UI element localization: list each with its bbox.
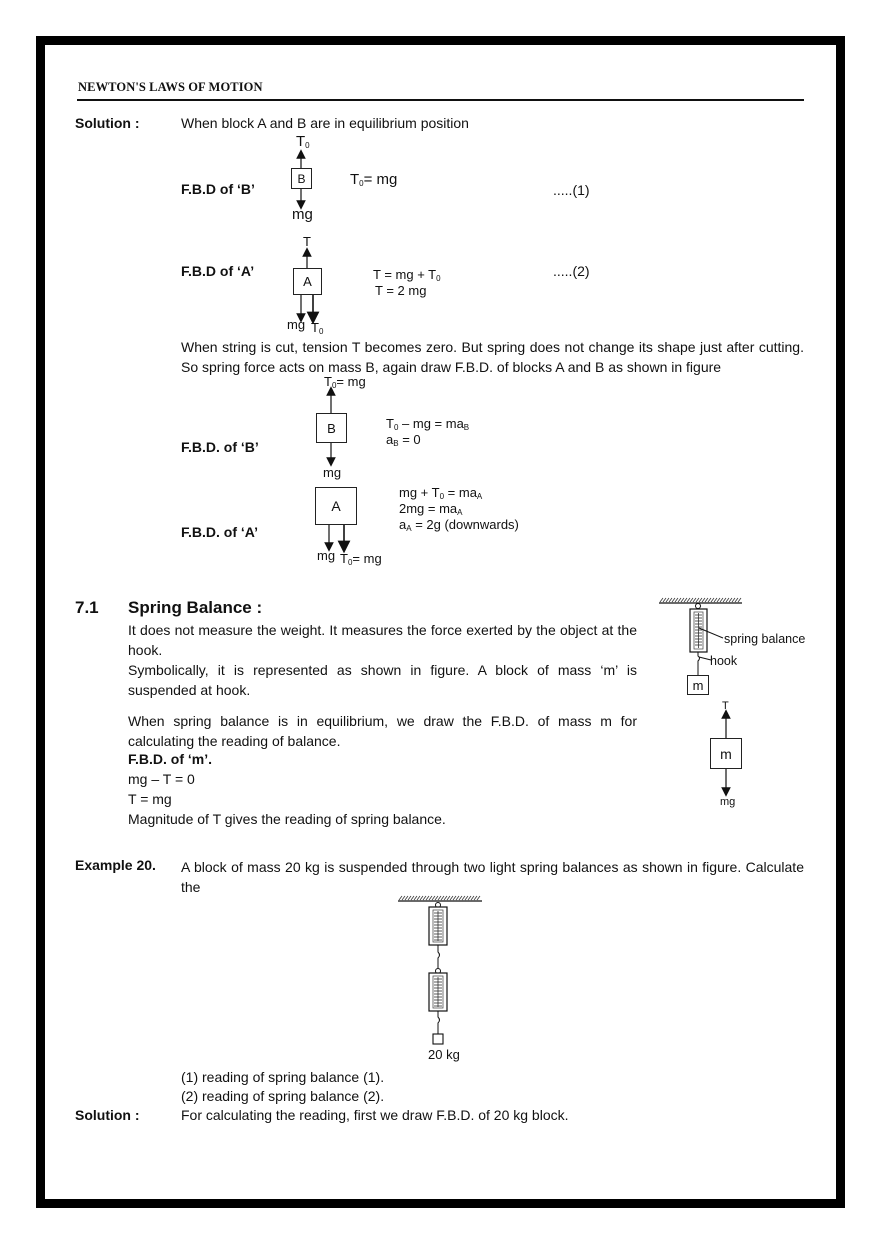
fbd-b2-up-force: T0= mg <box>324 374 366 390</box>
fbd-m-up-force: T <box>722 700 729 712</box>
solution-intro: When block A and B are in equilibrium po… <box>181 115 469 131</box>
section-conclusion: Magnitude of T gives the reading of spri… <box>128 811 446 827</box>
fbd-a2-equation-2: 2mg = maA <box>399 501 463 517</box>
fbd-b2-label: F.B.D. of ‘B’ <box>181 439 259 455</box>
block-m: m <box>687 675 709 695</box>
equation-number-1: .....(1) <box>553 182 590 198</box>
block-b: B <box>291 168 312 189</box>
fbd-b-up-force: T0 <box>296 133 310 150</box>
fbd-a2-label: F.B.D. of ‘A’ <box>181 524 258 540</box>
running-header: NEWTON'S LAWS OF MOTION <box>78 80 263 94</box>
fbd-b-down-force: mg <box>292 206 313 223</box>
example-item-2: (2) reading of spring balance (2). <box>181 1088 385 1104</box>
fbd-a-label: F.B.D of ‘A’ <box>181 263 255 279</box>
fbd-a2-equation-3: aA = 2g (downwards) <box>399 517 519 533</box>
fbd-b-equation: T0= mg <box>350 171 398 188</box>
example-label: Example 20. <box>75 857 156 873</box>
string-cut-paragraph: When string is cut, tension T becomes ze… <box>181 339 804 375</box>
fbd-b-label: F.B.D of ‘B’ <box>181 181 255 197</box>
spring-balance-label: spring balance <box>724 632 806 646</box>
section-para-3: When spring balance is in equilibrium, w… <box>128 713 637 749</box>
fbd-b2-equation-1: T0 – mg = maB <box>386 416 470 432</box>
header-rule <box>77 99 804 101</box>
fbd-m-label: F.B.D. of ‘m’. <box>128 751 212 767</box>
fbd-a-up-force: T <box>303 234 311 249</box>
fbd-b2-equation-2: aB = 0 <box>386 432 421 448</box>
fbd-a-down-force-t0: T0 <box>311 320 324 336</box>
fbd-a-equation-1: T = mg + T0 <box>373 267 441 283</box>
block-b2: B <box>316 413 347 443</box>
fbd-a2-equation-1: mg + T0 = maA <box>399 485 483 501</box>
fbd-a-down-force-mg: mg <box>287 317 306 332</box>
example-mass-label: 20 kg <box>428 1047 460 1062</box>
hook-label: hook <box>710 654 738 668</box>
example-item-1: (1) reading of spring balance (1). <box>181 1069 385 1085</box>
example-text: A block of mass 20 kg is suspended throu… <box>181 859 804 895</box>
page-border <box>36 36 845 1208</box>
equation-mg-minus-t: mg – T = 0 <box>128 771 195 787</box>
block-m-fbd: m <box>710 738 742 769</box>
section-number: 7.1 <box>75 598 99 617</box>
equation-t-equals-mg: T = mg <box>128 791 172 807</box>
solution-label: Solution : <box>75 115 140 131</box>
fbd-b2-down-force: mg <box>323 465 342 480</box>
solution-2-text: For calculating the reading, first we dr… <box>181 1107 569 1123</box>
fbd-a2-down-force-mg: mg <box>317 548 336 563</box>
section-title: Spring Balance : <box>128 598 263 617</box>
fbd-m-down-force: mg <box>720 796 736 808</box>
solution-2-label: Solution : <box>75 1107 140 1123</box>
block-a2: A <box>315 487 357 525</box>
fbd-a2-down-force-t0: T0= mg <box>340 551 382 567</box>
equation-number-2: .....(2) <box>553 263 590 279</box>
fbd-a-equation-2: T = 2 mg <box>375 283 427 298</box>
block-a: A <box>293 268 322 295</box>
section-para-2: Symbolically, it is represented as shown… <box>128 662 637 698</box>
section-para-1: It does not measure the weight. It measu… <box>128 622 637 658</box>
